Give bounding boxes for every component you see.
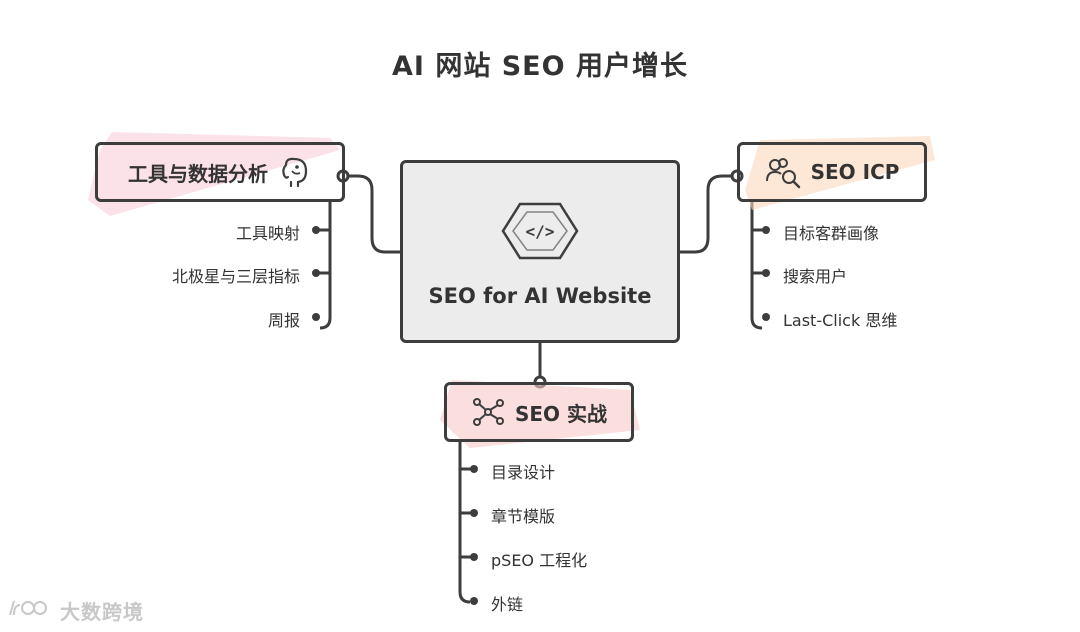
- left-topic-wash: [88, 132, 340, 216]
- bottom-leaf-2: 章节模版: [491, 507, 556, 526]
- bottom-leaf-4: 外链: [491, 595, 524, 614]
- network-branch-icon: [472, 398, 504, 426]
- right-bullet-2: [762, 269, 770, 277]
- code-hexagon-icon: </>: [501, 202, 579, 259]
- diagram-title: AI 网站 SEO 用户增长: [392, 51, 688, 82]
- right-bullet-3: [762, 313, 770, 321]
- right-bullet-1: [762, 226, 770, 234]
- bottom-leaf-1: 目录设计: [491, 463, 556, 482]
- topic-seo-icp-label: SEO ICP: [810, 160, 900, 184]
- bottom-leaf-3: pSEO 工程化: [491, 551, 588, 570]
- left-leaf-1: 工具映射: [235, 224, 300, 243]
- central-label: SEO for AI Website: [428, 283, 652, 308]
- bottom-topic-wash: [440, 380, 640, 448]
- watermark-text: 大数跨境: [59, 600, 144, 624]
- topic-seo-practice-label: SEO 实战: [514, 401, 608, 426]
- bottom-bullet-3: [470, 553, 478, 561]
- svg-text:</>: </>: [526, 222, 555, 241]
- connector-right: [680, 174, 737, 254]
- right-leaf-3: Last-Click 思维: [783, 311, 898, 330]
- watermark: 大数跨境: [8, 596, 144, 625]
- right-leaf-1: 目标客群画像: [783, 224, 880, 243]
- bottom-list-spine: [458, 442, 471, 604]
- bottom-bullet-4: [470, 597, 478, 605]
- left-list-spine: [319, 202, 332, 330]
- right-topic-wash: [745, 136, 935, 210]
- left-bullet-3: [312, 313, 320, 321]
- connector-left: [345, 174, 400, 254]
- left-leaf-3: 周报: [267, 311, 300, 330]
- topic-tools-analytics-label: 工具与数据分析: [128, 161, 268, 186]
- bottom-bullet-2: [470, 509, 478, 517]
- bottom-bullet-1: [470, 465, 478, 473]
- topic-seo-icp: SEO ICP: [737, 142, 927, 202]
- elephant-icon: [282, 157, 308, 188]
- topic-tools-analytics: 工具与数据分析: [95, 142, 345, 202]
- left-leaf-2: 北极星与三层指标: [171, 267, 300, 286]
- central-node: </> SEO for AI Website: [400, 160, 680, 343]
- left-bullet-1: [312, 226, 320, 234]
- right-list-spine: [750, 202, 763, 330]
- users-search-icon: [765, 158, 800, 189]
- left-bullet-2: [312, 269, 320, 277]
- right-leaf-2: 搜索用户: [783, 267, 848, 286]
- watermark-logo-icon: [9, 600, 47, 616]
- topic-seo-practice: SEO 实战: [444, 382, 634, 442]
